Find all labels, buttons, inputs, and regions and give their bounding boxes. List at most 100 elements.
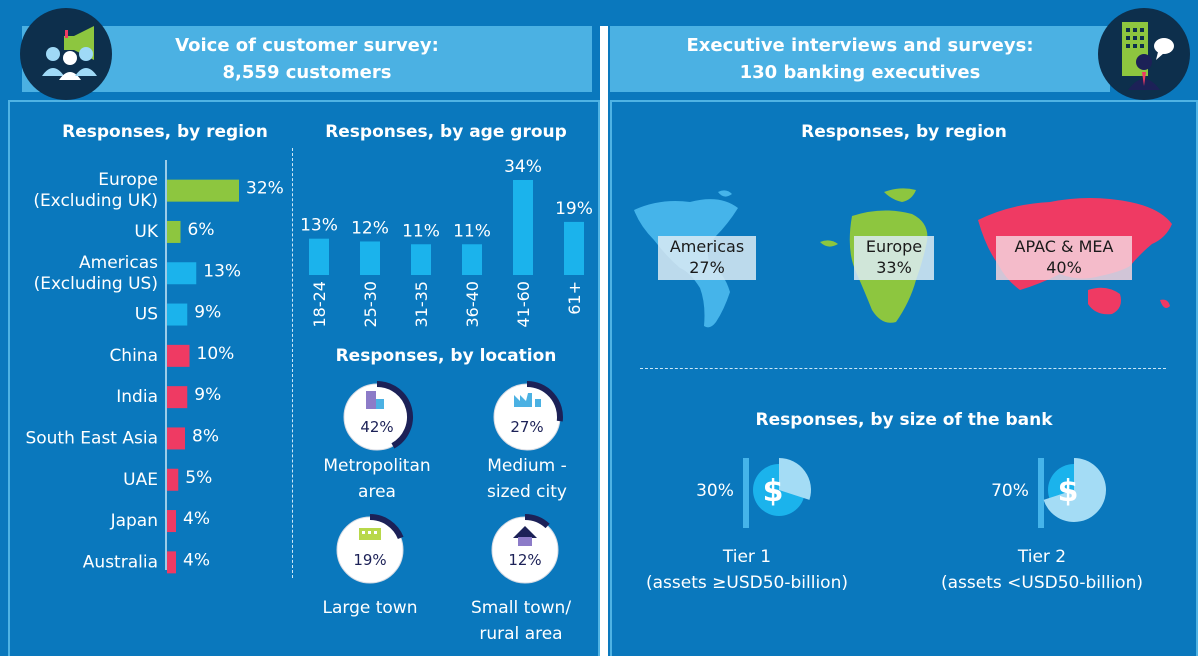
region-category-label: Europe (98, 170, 158, 190)
region-bar (167, 510, 176, 533)
svg-text:$: $ (1058, 474, 1079, 509)
age-category-label: 41-60 (514, 281, 533, 328)
dashed-separator (292, 148, 293, 578)
region-category-label: UAE (123, 470, 158, 490)
location-value-label: 12% (508, 551, 541, 569)
region-bar (167, 468, 179, 491)
location-category-label: rural area (479, 624, 562, 644)
region-bar (167, 179, 239, 202)
region-bar (167, 303, 188, 326)
location-category-label: Medium - (487, 456, 567, 476)
region-value-label: 5% (185, 468, 212, 488)
left-banner-line1: Voice of customer survey: (175, 35, 439, 56)
region-category-label: Australia (83, 552, 158, 572)
region-bar-chart: 32%Europe(Excluding UK)6%UK13%Americas(E… (25, 160, 284, 574)
location-donut-arc (369, 514, 404, 540)
location-category-label: area (358, 482, 396, 502)
region-value-label: 13% (203, 261, 241, 281)
region-value-label: 10% (197, 344, 235, 364)
region-value-label: 9% (194, 303, 221, 323)
size-category-label: Tier 2 (1017, 547, 1066, 567)
region-category-label: Americas (79, 253, 158, 273)
region-category-label: UK (134, 222, 158, 242)
map-apac-value: 40% (1046, 258, 1082, 277)
town-buildings-icon (359, 528, 381, 540)
age-category-label: 36-40 (463, 281, 482, 328)
region-category-label: (Excluding US) (34, 274, 158, 294)
region-category-label: India (116, 387, 158, 407)
map-label-americas: Americas 27% (658, 236, 756, 280)
location-value-label: 42% (360, 418, 393, 436)
right-banner-line2: 130 banking executives (739, 62, 981, 83)
map-label-europe: Europe 33% (854, 236, 934, 280)
region-bar (167, 262, 197, 285)
right-banner-line1: Executive interviews and surveys: (686, 35, 1034, 56)
left-banner-line2: 8,559 customers (222, 62, 392, 83)
location-value-label: 19% (353, 551, 386, 569)
age-bar (360, 241, 380, 275)
size-category-label: (assets ≥USD50-billion) (646, 573, 848, 593)
size-title: Responses, by size of the bank (755, 410, 1053, 430)
size-category-label: (assets <USD50-billion) (941, 573, 1143, 593)
size-accent-bar (1038, 458, 1044, 528)
location-category-label: sized city (487, 482, 567, 502)
location-category-label: Small town/ (471, 598, 571, 618)
right-region-title: Responses, by region (801, 122, 1007, 142)
bank-size-charts: 30%$Tier 1(assets ≥USD50-billion)70%$Tie… (646, 458, 1143, 593)
svg-text:$: $ (763, 474, 784, 509)
right-panel (610, 100, 1198, 656)
left-panel (8, 100, 600, 656)
size-accent-bar (743, 458, 749, 528)
region-bar (167, 344, 190, 367)
age-category-label: 31-35 (412, 281, 431, 328)
region-category-label: US (135, 305, 158, 325)
age-category-label: 25-30 (361, 281, 380, 328)
right-banner: Executive interviews and surveys: 130 ba… (610, 26, 1110, 92)
region-category-label: Japan (110, 511, 158, 531)
house-icon (513, 526, 537, 546)
location-donut-arc (376, 381, 413, 449)
dollar-coin-icon: $ (1043, 458, 1106, 522)
region-value-label: 4% (183, 509, 210, 529)
age-value-label: 13% (300, 216, 338, 236)
region-value-label: 9% (194, 385, 221, 405)
region-category-label: (Excluding UK) (33, 191, 158, 211)
region-bar (167, 220, 181, 243)
dollar-coin-icon: $ (753, 458, 811, 516)
location-donut-arc (524, 514, 550, 529)
left-banner: Voice of customer survey: 8,559 customer… (22, 26, 592, 92)
left-region-title: Responses, by region (62, 122, 268, 142)
region-bar (167, 386, 188, 409)
size-value-label: 30% (696, 481, 734, 501)
executive-building-chat-icon (1098, 8, 1190, 100)
age-bar (411, 244, 431, 275)
region-bar (167, 427, 185, 450)
skyscraper-icon (366, 391, 384, 409)
factory-icon (514, 393, 541, 407)
age-bar (462, 244, 482, 275)
age-bar (564, 221, 584, 275)
map-americas-value: 27% (689, 258, 725, 277)
location-donut-arc (526, 381, 563, 422)
age-value-label: 11% (402, 221, 440, 241)
location-category-label: Metropolitan (323, 456, 430, 476)
region-category-label: South East Asia (25, 428, 158, 448)
age-value-label: 34% (504, 157, 542, 177)
age-bar-chart: 13%18-2412%25-3011%31-3511%36-4034%41-60… (300, 157, 593, 328)
region-value-label: 32% (246, 179, 284, 199)
map-europe-label: Europe (865, 237, 923, 256)
region-bar (167, 551, 176, 574)
age-category-label: 61+ (565, 281, 584, 315)
age-title: Responses, by age group (325, 122, 567, 142)
age-value-label: 11% (453, 221, 491, 241)
center-divider (600, 26, 608, 656)
region-value-label: 4% (183, 550, 210, 570)
age-bar (309, 238, 329, 275)
age-category-label: 18-24 (310, 281, 329, 328)
size-category-label: Tier 1 (722, 547, 771, 567)
audience-megaphone-icon (20, 8, 112, 100)
map-europe-value: 33% (876, 258, 912, 277)
map-label-apac: APAC & MEA 40% (996, 236, 1132, 280)
age-value-label: 19% (555, 199, 593, 219)
